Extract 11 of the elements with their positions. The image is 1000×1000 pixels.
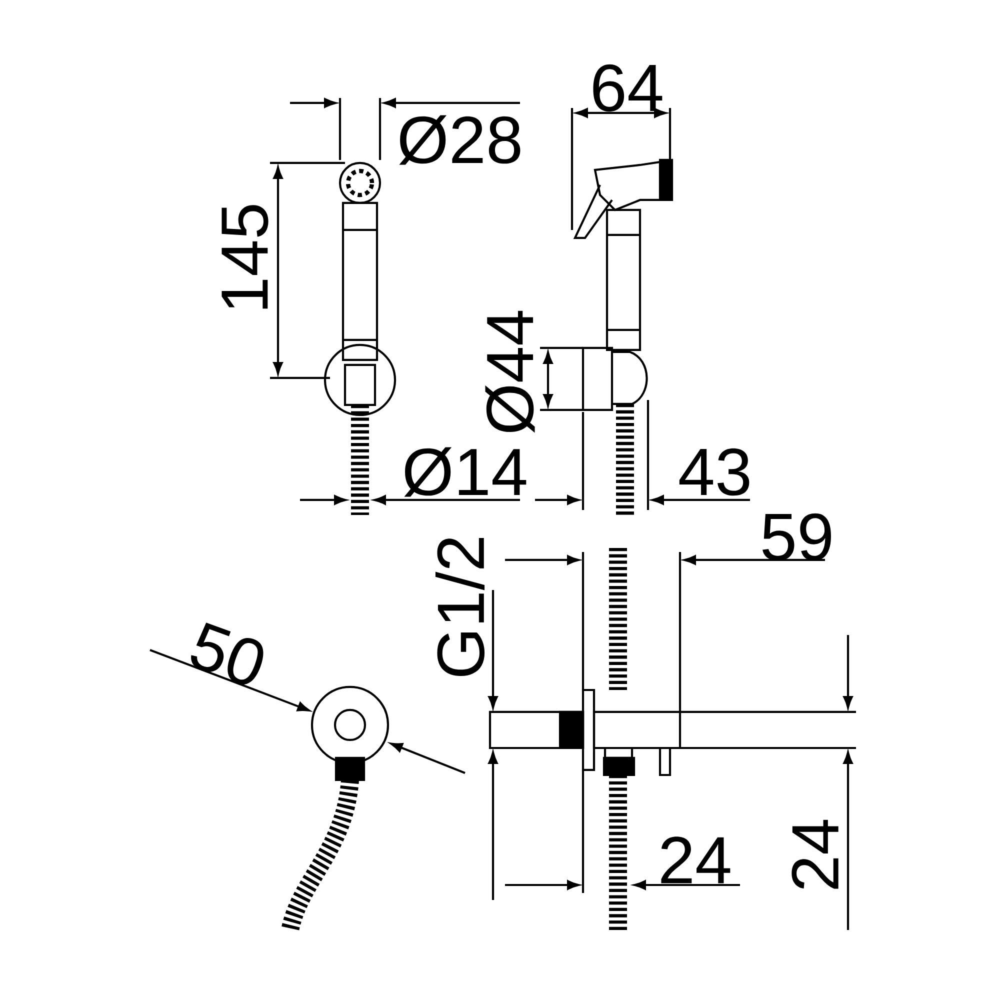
dimension-label: 145: [222, 205, 268, 309]
dimension-label: 64: [593, 64, 662, 112]
dimension-label: G1/2: [435, 538, 485, 676]
dimension-label: Ø14: [404, 447, 526, 497]
dimension-label: 50: [191, 622, 264, 685]
dimension-label: Ø28: [399, 115, 520, 165]
dimension-label: 59: [762, 513, 831, 561]
dimension-label: 43: [679, 448, 750, 496]
dimension-label: 24: [792, 820, 838, 889]
dimension-label: Ø44: [485, 310, 535, 433]
dimension-label: 24: [661, 836, 730, 884]
